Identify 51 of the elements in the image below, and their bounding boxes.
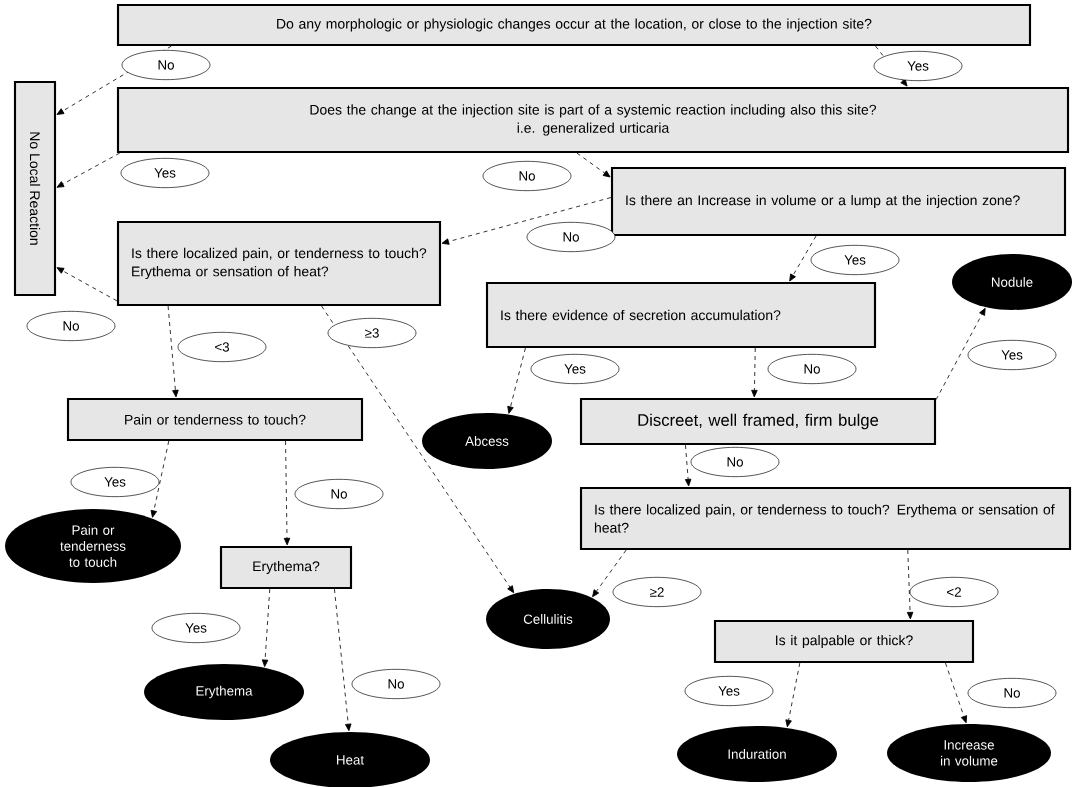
edge-label: No bbox=[294, 479, 384, 509]
arrow bbox=[56, 267, 118, 302]
arrow bbox=[507, 347, 526, 414]
edge-label: Yes bbox=[151, 613, 241, 643]
arrow bbox=[576, 152, 611, 178]
question-box: Erythema? bbox=[219, 545, 353, 590]
arrow bbox=[321, 305, 515, 594]
arrow bbox=[935, 307, 986, 401]
question-box: Discreet, well framed, firm bulge bbox=[579, 397, 937, 446]
arrow bbox=[334, 588, 352, 732]
edge-label: Yes bbox=[967, 340, 1057, 370]
edge-label: No bbox=[767, 354, 857, 384]
arrow bbox=[150, 440, 170, 518]
edge-label: No bbox=[526, 222, 616, 252]
edge-label: Yes bbox=[70, 467, 160, 497]
result-box: No Local Reaction bbox=[13, 80, 57, 297]
edge-label: Yes bbox=[810, 245, 900, 275]
arrow bbox=[283, 440, 291, 546]
edge-label: ≥3 bbox=[327, 318, 417, 348]
edge-label: No bbox=[351, 669, 441, 699]
edge-label: Yes bbox=[530, 354, 620, 384]
edge-label: No bbox=[967, 678, 1057, 708]
edge-label: Yes bbox=[120, 158, 210, 188]
arrow bbox=[906, 549, 914, 620]
question-box: Is there an Increase in volume or a lump at the injection zone? bbox=[610, 166, 1067, 237]
arrow bbox=[441, 197, 612, 245]
question-box: Pain or tenderness to touch? bbox=[66, 397, 364, 442]
question-box: Is there localized pain, or tenderness to touch? Erythema or sensation of heat? bbox=[579, 486, 1072, 551]
arrow bbox=[751, 347, 758, 398]
edge-label: No bbox=[482, 161, 572, 191]
edge-label: <3 bbox=[177, 332, 267, 362]
arrow bbox=[789, 235, 817, 282]
arrow bbox=[261, 588, 271, 667]
question-box: Is there evidence of secretion accumulation? bbox=[485, 281, 877, 349]
arrow bbox=[785, 662, 801, 728]
question-box: Is there localized pain, or tenderness to touch? Erythema or sensation of heat? bbox=[116, 220, 442, 307]
arrow bbox=[592, 549, 627, 598]
edge-label: <2 bbox=[909, 577, 999, 607]
arrow bbox=[56, 152, 121, 188]
edge-label: No bbox=[121, 50, 211, 80]
edge-label: Yes bbox=[873, 51, 963, 81]
question-box: Does the change at the injection site is part of a systemic reaction including also this site? i.e. generalized urticaria bbox=[116, 86, 1070, 154]
arrow bbox=[167, 305, 179, 398]
arrow bbox=[684, 444, 692, 487]
edge-label: ≥2 bbox=[612, 577, 702, 607]
question-box: Is it palpable or thick? bbox=[713, 619, 975, 664]
edge-label: No bbox=[26, 311, 116, 341]
question-box: Do any morphologic or physiologic changes occur at the location, or close to the injection site? bbox=[116, 3, 1032, 47]
edge-label: Yes bbox=[684, 676, 774, 706]
edge-label: No bbox=[690, 447, 780, 477]
arrow bbox=[945, 662, 968, 724]
